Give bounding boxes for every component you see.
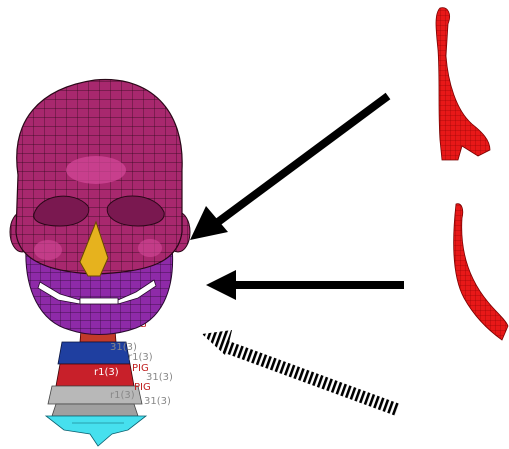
arrowhead <box>206 270 236 300</box>
solid-arrow-middle <box>206 270 404 300</box>
neck-label: PIG <box>134 382 151 393</box>
cheek-highlight-left <box>34 240 62 260</box>
skull-mesh <box>10 80 190 335</box>
cheek-highlight-right <box>138 239 162 257</box>
neck-label: r1(3) <box>110 390 135 401</box>
teeth-center <box>80 298 118 304</box>
hatched-arrow-shaft <box>222 340 400 416</box>
forehead-highlight <box>66 156 126 184</box>
tendon-mesh <box>454 204 508 340</box>
neck-label: r1(3) <box>94 367 119 378</box>
neck-label: 31(3) <box>144 396 171 407</box>
ligament-mesh <box>436 8 490 160</box>
hatched-arrow <box>202 330 400 416</box>
neck-gray-segment-2 <box>52 404 138 416</box>
cervical-spine <box>46 318 146 446</box>
solid-arrow-upper <box>190 96 388 240</box>
neck-label: r1(3) <box>128 352 153 363</box>
neck-cyan-vertebra <box>46 416 146 446</box>
